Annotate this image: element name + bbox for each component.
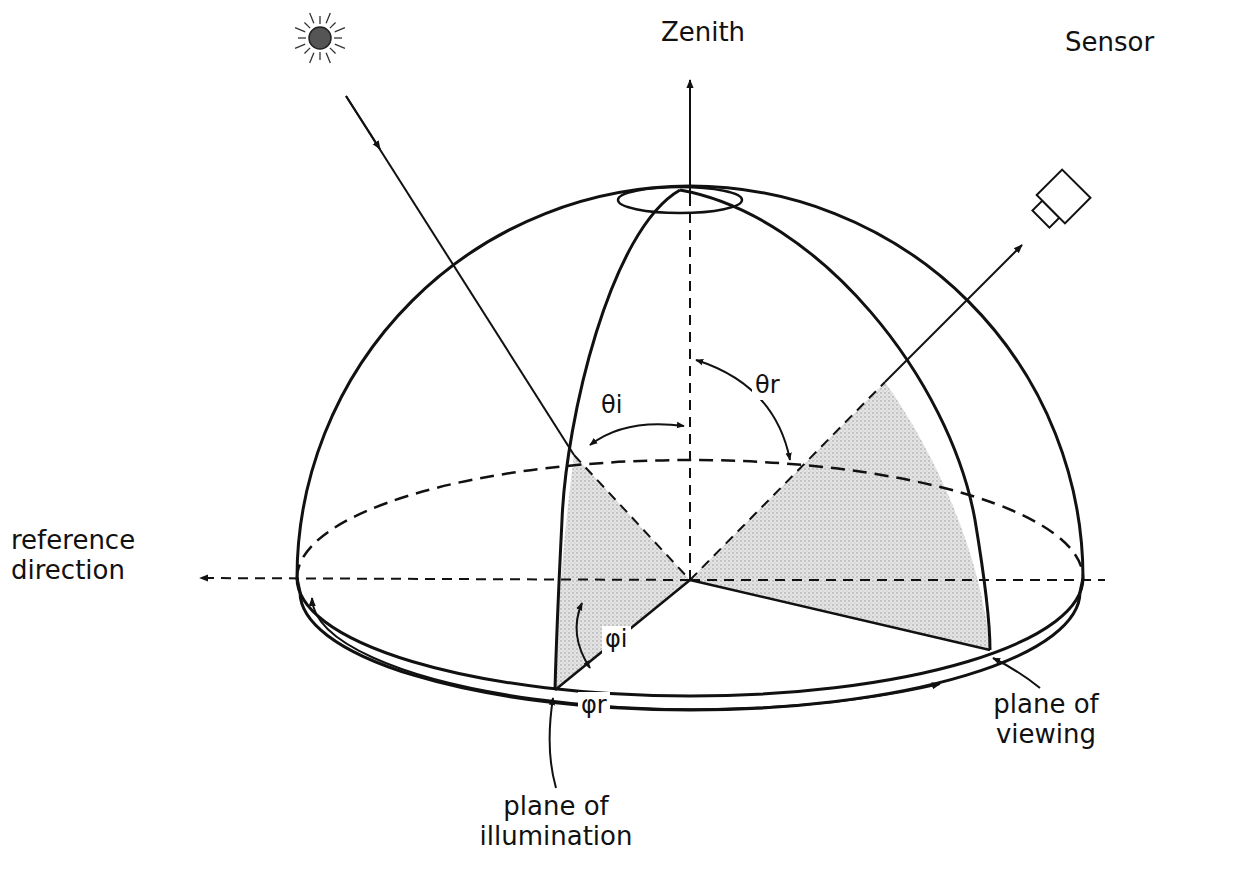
sensor-icon (1027, 170, 1091, 234)
illumination-azimuth-line (555, 580, 690, 690)
angle-label: φr (578, 692, 610, 720)
sun-ray (326, 53, 330, 63)
view-ray (885, 245, 1022, 382)
sun-ray (335, 44, 345, 48)
rays-and-axes (200, 80, 1105, 788)
viewing-azimuth-line (690, 580, 990, 650)
theta-r-arc (696, 360, 790, 460)
angle-label: φi (602, 626, 631, 654)
illumination-plane-shade (555, 455, 690, 690)
sun-ray (298, 37, 306, 38)
theta-i-arc (590, 424, 684, 445)
sun-ray (295, 28, 305, 32)
sensor-label: Sensor (1062, 28, 1157, 58)
reference-direction-line (200, 578, 690, 580)
viewing-leader (993, 658, 1040, 688)
sun-ray (304, 48, 310, 54)
incident-ray-inside (574, 455, 690, 580)
angle-label: θi (598, 392, 625, 420)
sun-ray (319, 16, 320, 24)
zenith-arrow (689, 80, 691, 200)
illumination-leader (550, 698, 556, 788)
rim-lower (300, 592, 1080, 710)
view-ray-inside (690, 382, 885, 580)
sun-ray (310, 13, 314, 23)
phi-i-arc (577, 603, 590, 668)
plane-label: plane of viewing (968, 690, 1124, 750)
angle-label: θr (752, 372, 783, 400)
incident-ray (346, 96, 574, 455)
phi-r-arrow (312, 598, 940, 709)
sun-ray (304, 22, 310, 28)
reference-label: reference direction (8, 526, 144, 586)
sun-ray (330, 22, 336, 28)
sun-ray (319, 52, 320, 60)
sun-ray (295, 44, 305, 48)
axis-label: Zenith (658, 18, 748, 48)
base-front (297, 578, 1083, 696)
sun-ray (326, 13, 330, 23)
plane-label: plane of illumination (453, 792, 659, 852)
sun-ray (310, 53, 314, 63)
reference-axis-right (690, 579, 1105, 581)
sun-ray (334, 37, 342, 38)
sun-ray (335, 28, 345, 32)
illumination-meridian (555, 190, 680, 690)
sun-icon (295, 13, 345, 63)
viewing-plane-shade (690, 382, 990, 650)
shaded-planes (555, 382, 990, 690)
incident-ray-arrow (346, 96, 380, 149)
sun-ray (330, 48, 336, 54)
